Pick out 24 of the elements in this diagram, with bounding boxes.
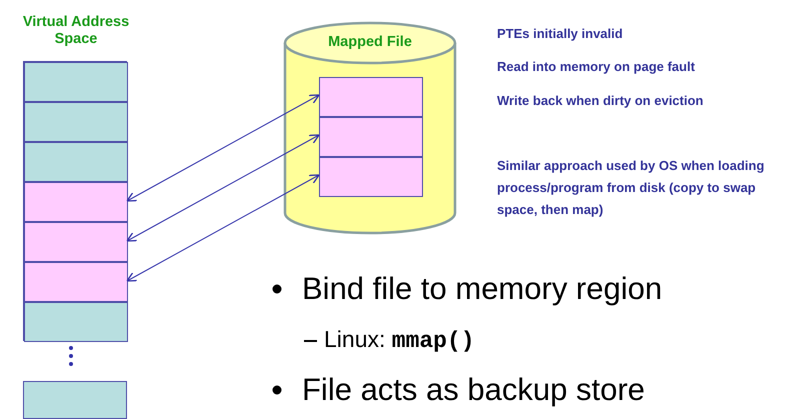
file-cylinder [284,22,456,234]
memory-page [24,102,128,142]
memory-page [24,142,128,182]
note-text: Write back when dirty on eviction [497,92,704,110]
mapping-arrow [126,134,320,242]
mapping-arrow [126,94,320,202]
sub-bullet-text: Linux: mmap() [324,326,475,354]
node-heading: Virtual Address Space [22,14,130,48]
node-heading: Mapped File [327,34,413,51]
memory-page [24,222,128,262]
memory-page [23,381,127,419]
bullet-text: Bind file to memory region [302,271,662,307]
memory-page [24,62,128,102]
bullet-text: File acts as backup store [302,372,645,408]
note-text: PTEs initially invalid [497,25,623,43]
note-paragraph: Similar approach used by OS when loading process/program from disk (copy to swap space, then map) [497,157,766,219]
note-text: Read into memory on page fault [497,58,695,76]
file-page [319,157,423,197]
file-page [319,117,423,157]
file-page [319,77,423,117]
memory-page [24,182,128,222]
memory-page [24,302,128,342]
mapping-arrow [126,174,320,282]
memory-page [24,262,128,302]
